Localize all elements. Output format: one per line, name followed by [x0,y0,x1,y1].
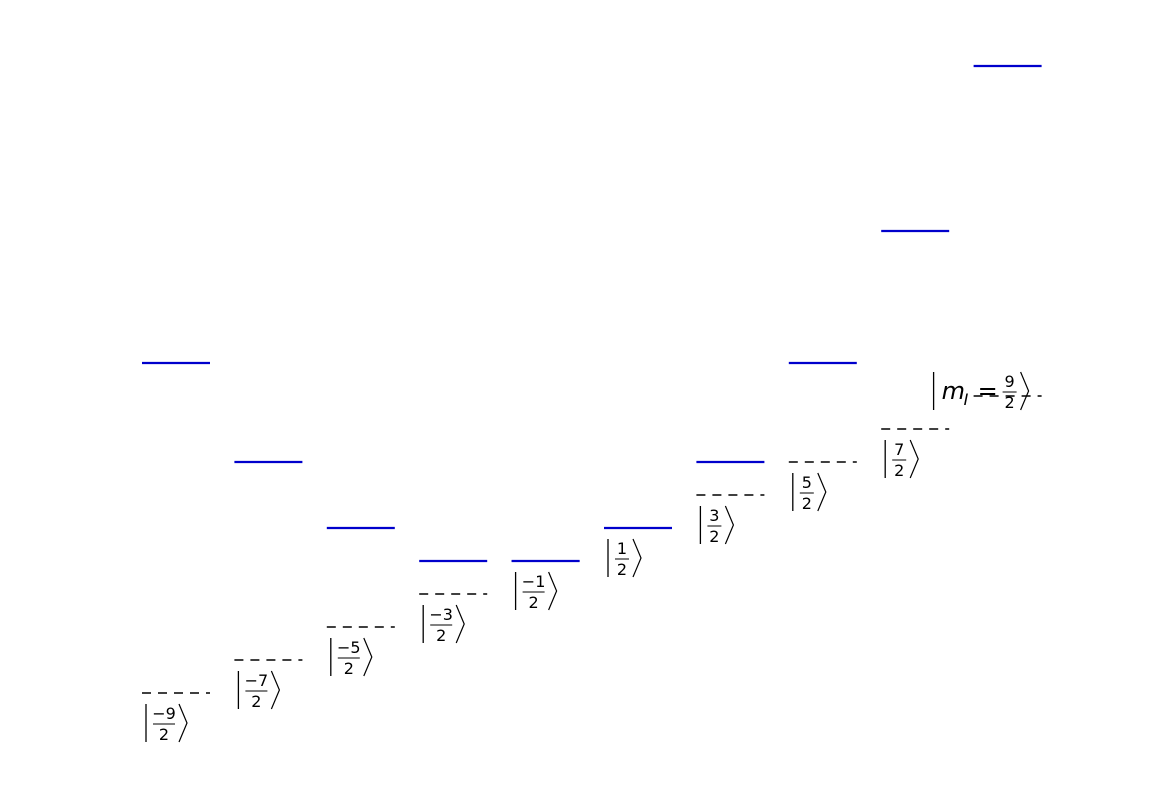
fraction-denominator: 2 [617,560,627,579]
ket-right-angle [1020,371,1030,411]
state-label-0: −92 [145,703,188,744]
ket-right-angle [724,505,735,545]
fraction-denominator: 2 [159,725,169,744]
fraction-denominator: 2 [529,593,539,612]
quantum-number-symbol: m [942,377,965,405]
quantum-number-subscript: I [964,390,969,409]
ket-right-angle [817,472,827,512]
state-label-6: 32 [699,505,735,546]
state-label-8: 72 [884,439,919,480]
state-label-9: mI = 9 2 [932,371,1030,412]
ket-right-angle [632,538,642,578]
state-label-4: −12 [514,571,558,612]
fraction-numerator: −1 [522,572,546,591]
fraction-numerator: 5 [802,473,812,492]
fraction-numerator: −9 [152,704,176,723]
fraction-numerator: 9 [1005,372,1015,391]
ket-right-angle [548,571,558,611]
state-label-2: −52 [330,637,373,678]
energy-levels-group [142,64,1042,694]
ket-right-angle [909,439,919,479]
fraction-numerator: 7 [894,440,904,459]
ket-right-angle [178,703,188,743]
fraction-numerator: −5 [337,638,361,657]
state-label-3: −32 [422,604,465,645]
fraction-denominator: 2 [709,527,719,546]
fraction-denominator: 2 [1005,393,1015,412]
fraction-denominator: 2 [436,626,446,645]
state-label-7: 52 [792,472,827,513]
fraction-denominator: 2 [251,692,261,711]
fraction-numerator: 3 [709,506,719,525]
fraction-denominator: 2 [344,659,354,678]
fraction-numerator: 1 [617,539,627,558]
fraction-denominator: 2 [802,494,812,513]
state-label-1: −72 [237,670,281,711]
ket-right-angle [455,604,465,644]
equals-sign: = [978,377,998,405]
fraction-denominator: 2 [894,461,904,480]
ket-right-angle [363,637,373,677]
fraction-numerator: −3 [429,605,453,624]
fraction-numerator: −7 [245,671,269,690]
ket-right-angle [270,670,281,710]
state-label-5: 12 [607,538,642,579]
